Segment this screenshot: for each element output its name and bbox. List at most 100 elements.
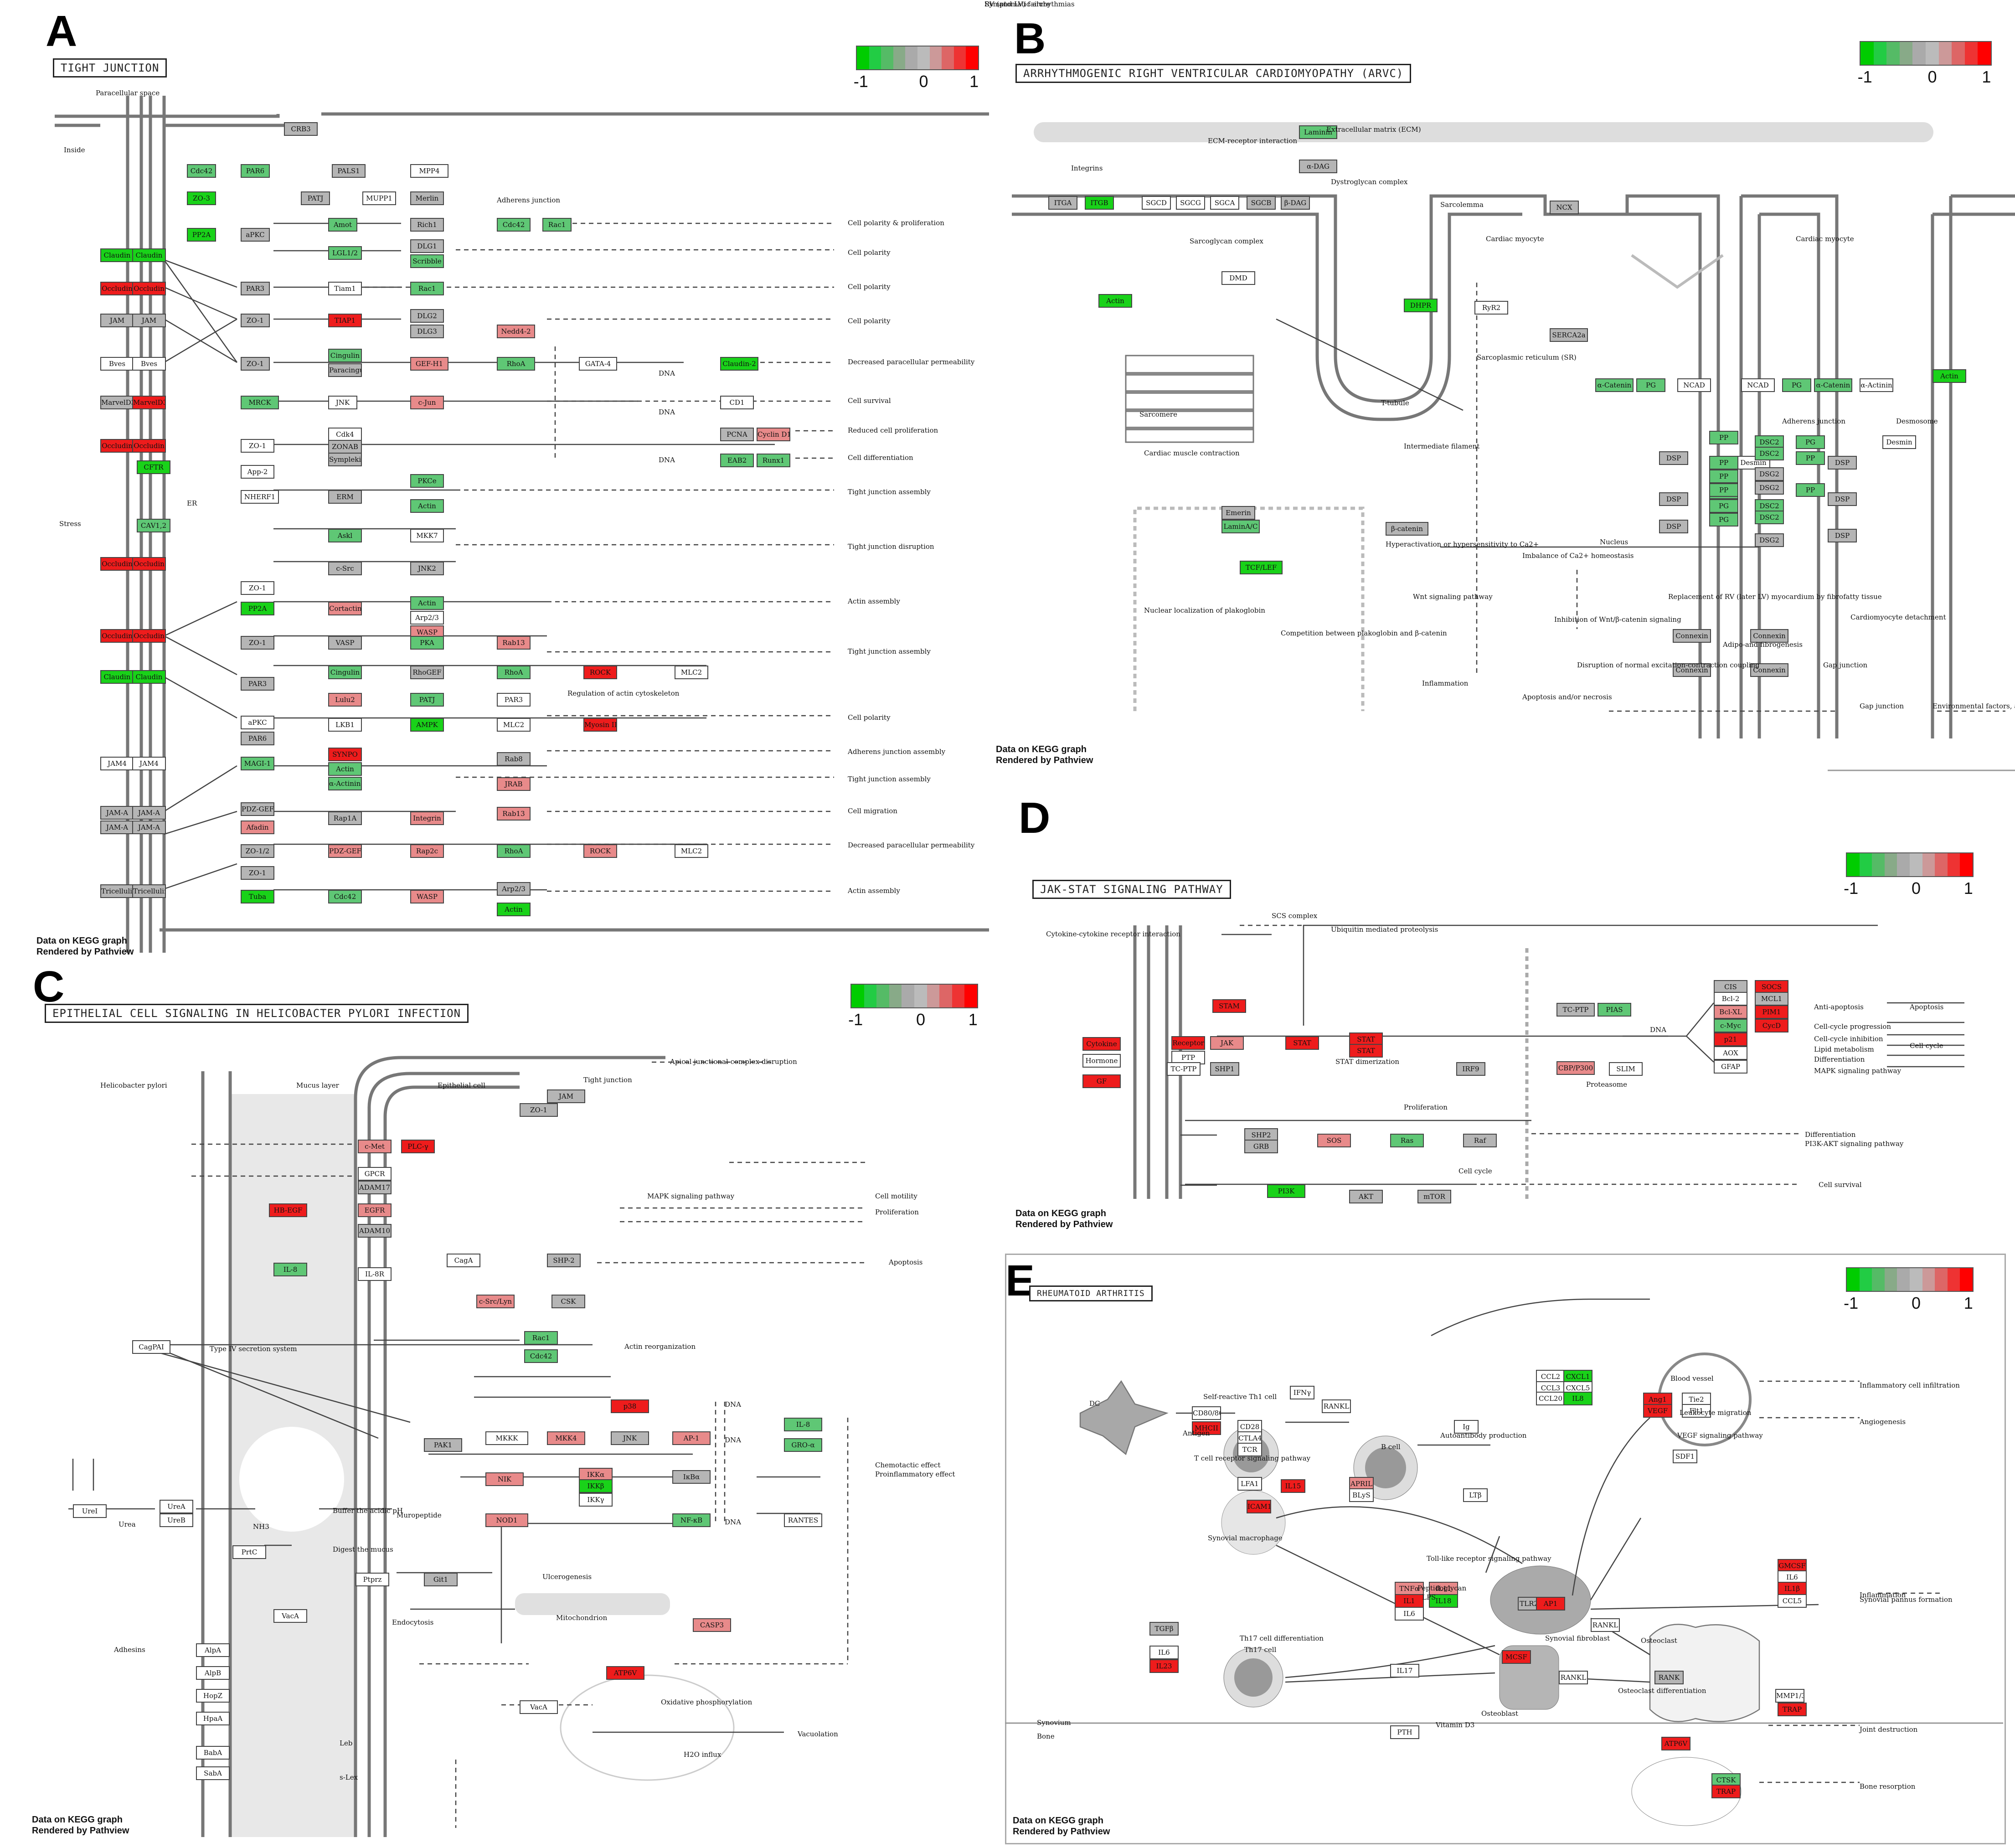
gene-node: MLC2 (675, 666, 708, 679)
gene-node: Occludin (100, 282, 134, 295)
gene-node: MarvelD3 (100, 396, 134, 409)
gene-node: ZO-1 (241, 357, 270, 371)
gene-node: Rap2c (410, 844, 444, 858)
gene-node: CagPAI (132, 1340, 170, 1354)
gene-node: DLG2 (410, 309, 444, 323)
pathway-edges (1133, 924, 1964, 1199)
gene-node: CCL5 (1778, 1594, 1807, 1608)
gene-node: IL6 (1149, 1646, 1179, 1659)
legend-swatch (864, 985, 877, 1007)
pathway-annotation: Adipo-and fibrogenesis (1723, 640, 1803, 649)
gene-node: Actin (410, 499, 444, 513)
gene-node: Actin (497, 903, 531, 916)
gene-node: PP2A (187, 228, 216, 242)
pathway-annotation: Synovial pannus formation (1860, 1595, 1953, 1604)
pathway-annotation: Competition between plakoglobin and β-ca… (1281, 629, 1447, 637)
gene-node: PKCe (410, 474, 444, 488)
pathway-annotation: Adherens junction (497, 196, 561, 204)
gene-node: Rap1A (328, 811, 362, 825)
pathway-annotation: Inhibition of Wnt/β-catenin signaling (1554, 615, 1681, 624)
legend-swatch (1859, 853, 1872, 876)
gene-node: Bves (100, 357, 134, 371)
pathway-annotation: Leukocyte migration (1680, 1409, 1752, 1417)
gene-node: α-Catenin (1814, 378, 1852, 392)
gene-node: AOX (1714, 1046, 1747, 1060)
gene-node: SHP1 (1210, 1062, 1239, 1076)
pathway-annotation: Tight junction assembly (848, 775, 931, 783)
pathway-annotation: Integrins (1071, 164, 1103, 172)
pathway-annotation: DC (1089, 1399, 1100, 1408)
legend-swatch (1935, 1268, 1948, 1291)
gene-node: Actin (410, 596, 444, 610)
gene-node: LFA1 (1237, 1477, 1262, 1491)
pathway-annotation: DNA (659, 408, 675, 416)
gene-node: Cingulin (328, 666, 362, 679)
gene-node: SOS (1317, 1134, 1351, 1147)
pathway-title: EPITHELIAL CELL SIGNALING IN HELICOBACTE… (45, 1004, 469, 1023)
gene-node: JAM-A (100, 821, 134, 834)
gene-node: ITGA (1048, 196, 1077, 210)
gene-node: Scribble (410, 254, 444, 268)
gene-node: Cytokine (1082, 1037, 1121, 1051)
gene-node: β-catenin (1386, 522, 1428, 536)
gene-node: PLC-γ (401, 1140, 435, 1153)
gene-node: DSP (1828, 456, 1857, 470)
gene-node: Cingulin (328, 349, 362, 362)
gene-node: PP (1709, 431, 1738, 444)
legend-swatch (1912, 42, 1926, 65)
gene-node: STAM (1212, 999, 1246, 1013)
gene-node: AlpA (196, 1643, 230, 1657)
gene-node: LKB1 (328, 718, 362, 732)
legend-swatch (1847, 853, 1860, 876)
legend-swatch (1884, 1268, 1897, 1291)
gene-node: PP (1709, 456, 1738, 470)
legend-tick-label: -1 (1844, 879, 1859, 898)
gene-node: PG (1796, 435, 1825, 449)
legend-tick-label: 0 (919, 72, 928, 91)
gene-node: MUPP1 (362, 191, 396, 205)
gene-node: IκBα (672, 1470, 711, 1484)
legend-swatch (1859, 1268, 1872, 1291)
gene-node: ICAM1 (1247, 1500, 1271, 1513)
gene-node: MMP1/3 (1775, 1689, 1804, 1703)
pathway-annotation: Joint destruction (1860, 1725, 1918, 1734)
gene-node: TGFβ (1149, 1622, 1179, 1636)
gene-node: SOCS (1755, 980, 1788, 994)
pathway-annotation: Cell motility (875, 1192, 917, 1200)
legend-swatch (1947, 1268, 1960, 1291)
gene-node: ZO-3 (187, 191, 216, 205)
gene-node: DSP (1659, 451, 1688, 465)
gene-node: Git1 (424, 1573, 458, 1586)
legend-swatch (927, 985, 940, 1007)
pathway-annotation: Imbalance of Ca2+ homeostasis (1522, 552, 1634, 560)
legend-tick-label: 0 (916, 1010, 926, 1029)
pathway-annotation: Proliferation (875, 1208, 919, 1216)
gene-node: DSG2 (1755, 481, 1784, 495)
gene-node: Actin (1933, 369, 1966, 383)
gene-node: WASP (410, 890, 444, 903)
legend-swatch (1899, 42, 1913, 65)
gene-node: MKKK (485, 1431, 528, 1445)
gene-node: Occludin (100, 557, 134, 571)
gene-node: PP2A (241, 602, 274, 615)
gene-node: JAM4 (100, 757, 134, 770)
pathway-annotation: Inside (64, 146, 85, 154)
pathway-annotation: ER (187, 499, 197, 507)
gene-node: IL17 (1390, 1664, 1419, 1678)
legend-tick-label: 1 (1963, 879, 1973, 898)
gene-node: GATA-4 (579, 357, 617, 371)
gene-node: Paracingulin (328, 363, 362, 377)
gene-node: DSC2 (1755, 511, 1784, 524)
pathway-annotation: Proteasome (1586, 1080, 1627, 1089)
pathway-annotation: NH3 (253, 1523, 269, 1531)
gene-node: IL-8 (784, 1418, 822, 1431)
gene-node: IL23 (1149, 1659, 1179, 1673)
